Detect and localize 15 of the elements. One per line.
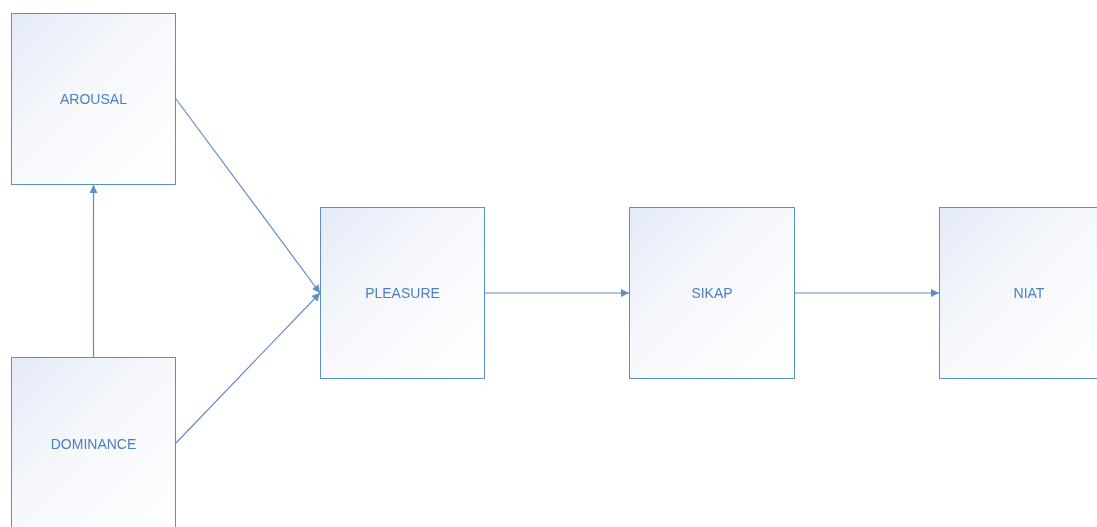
node-label: SIKAP [691, 285, 733, 301]
arrow [794, 289, 940, 297]
node-label: DOMINANCE [50, 436, 137, 452]
process-box [939, 207, 1097, 379]
process-box [11, 13, 176, 185]
process-box [11, 357, 176, 527]
arrow [89, 184, 98, 358]
node-label: NIAT [1013, 285, 1045, 301]
node-label: AROUSAL [60, 91, 127, 107]
arrow [175, 98, 321, 294]
arrow [484, 289, 630, 297]
node-label: PLEASURE [365, 285, 440, 301]
arrow [175, 292, 321, 444]
process-box [629, 207, 795, 379]
process-box [320, 207, 485, 379]
